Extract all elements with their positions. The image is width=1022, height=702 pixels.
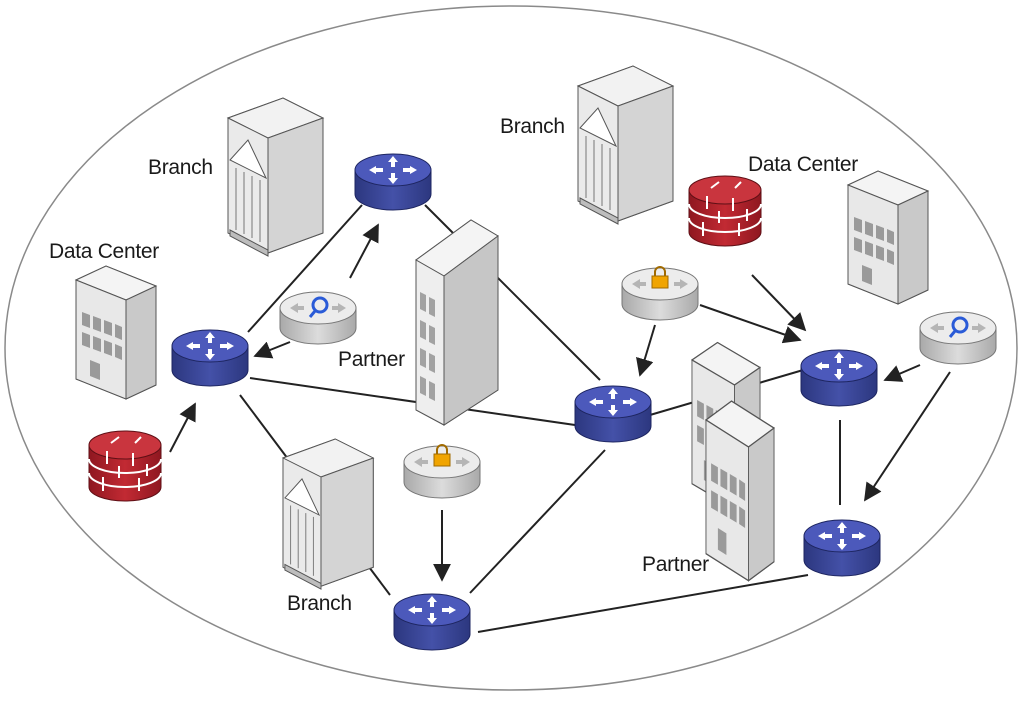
vpn-lock-icon xyxy=(621,266,699,321)
network-boundary xyxy=(4,5,1018,691)
arrow-fw-to-r4 xyxy=(751,274,807,332)
router-icon xyxy=(800,349,878,407)
router-icon xyxy=(803,519,881,577)
router-icon xyxy=(574,385,652,443)
arrow-wan-to-r4 xyxy=(883,364,921,382)
arrow-vpn-to-r4 xyxy=(699,304,802,344)
arrow-wan-to-r1 xyxy=(253,341,291,359)
arrow-wan-to-r2 xyxy=(349,223,379,279)
label-partner-center: Partner xyxy=(338,348,405,371)
router-icon xyxy=(354,153,432,211)
arrow-connections xyxy=(169,223,951,582)
label-datacenter-right: Data Center xyxy=(748,153,858,176)
building-partner-center xyxy=(415,219,499,426)
building-partner-right-front xyxy=(705,400,775,582)
router-icon xyxy=(171,329,249,387)
router-icon xyxy=(393,593,471,651)
arrow-wan-to-r6 xyxy=(864,371,951,502)
wan-optimizer-icon xyxy=(919,311,997,365)
arrow-vpn-to-r3 xyxy=(636,324,656,377)
link-r1-r2 xyxy=(247,204,363,333)
arrow-fw-to-r1 xyxy=(169,402,196,453)
link-r1-r3 xyxy=(249,377,576,426)
building-branch-bottom xyxy=(282,438,374,590)
vpn-lock-icon xyxy=(403,444,481,499)
building-datacenter-right xyxy=(847,170,929,305)
building-branch-top-right xyxy=(577,65,674,225)
wan-optimizer-icon xyxy=(279,291,357,345)
label-datacenter-left: Data Center xyxy=(49,240,159,263)
building-branch-top-left xyxy=(227,97,324,257)
link-r5-r6 xyxy=(477,574,809,633)
firewall-icon xyxy=(88,430,162,502)
link-r3-r5 xyxy=(469,449,606,594)
label-branch-top-right: Branch xyxy=(500,115,565,138)
label-partner-right: Partner xyxy=(642,553,709,576)
label-branch-top-left: Branch xyxy=(148,156,213,179)
building-datacenter-left xyxy=(75,265,157,400)
label-branch-bottom: Branch xyxy=(287,592,352,615)
firewall-icon xyxy=(688,175,762,247)
